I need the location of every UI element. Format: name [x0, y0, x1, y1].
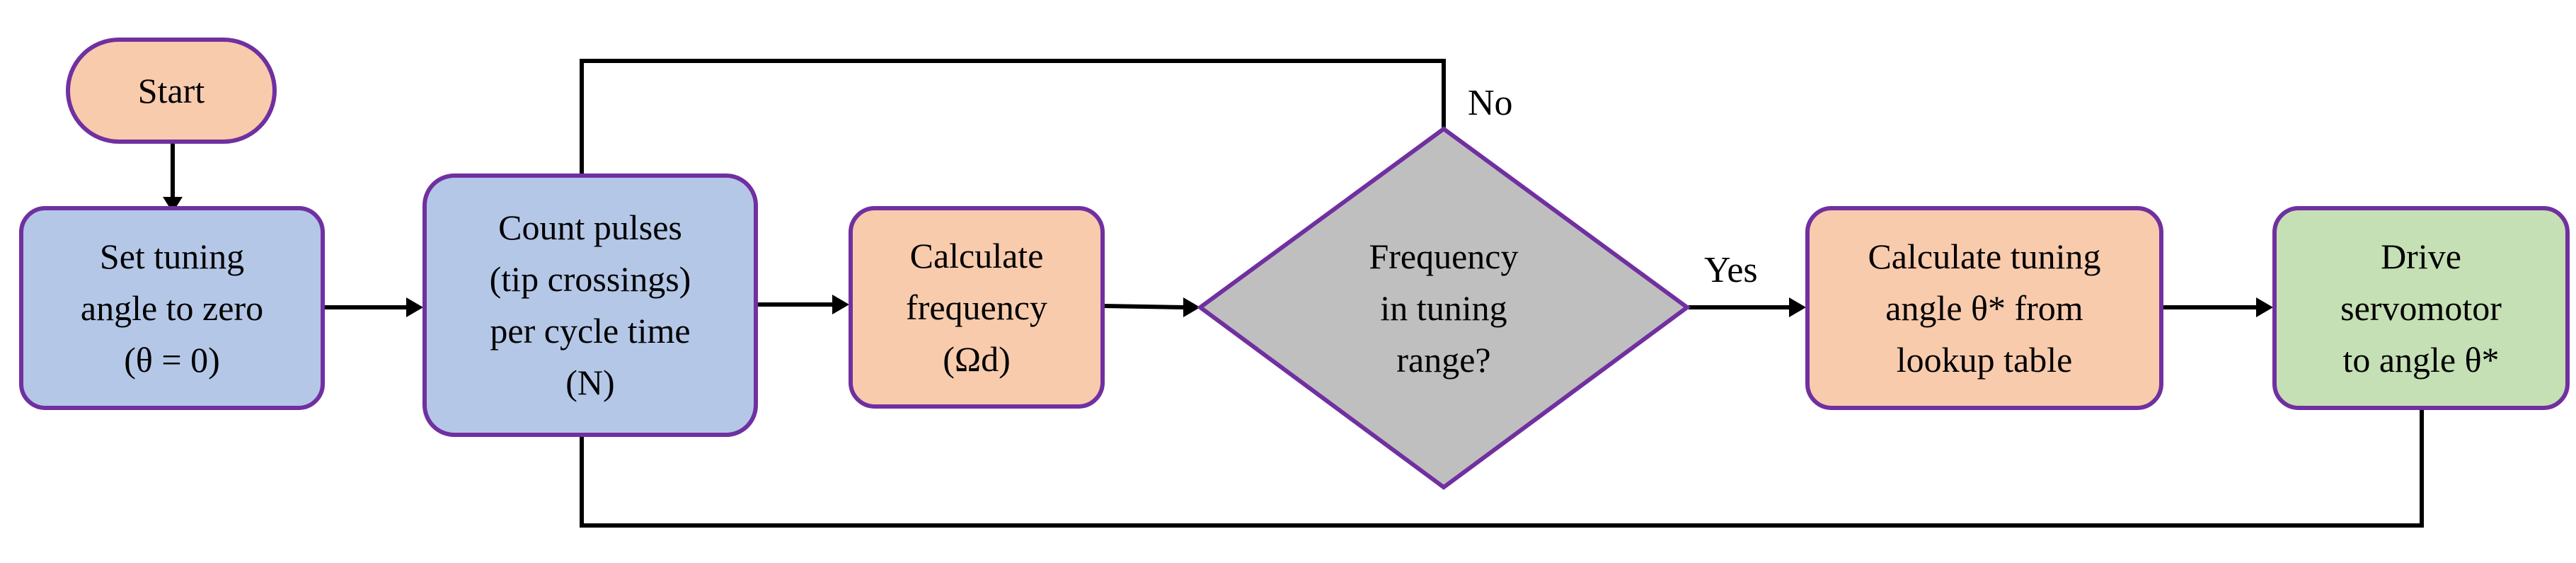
count-pulses-text: Count pulses (tip crossings) per cycle t… — [425, 176, 756, 435]
drive-servomotor-text: Drive servomotor to angle θ* — [2275, 208, 2568, 408]
arrowhead-calc-freq-to-decision — [1183, 297, 1200, 317]
decision-line2: in tuning — [1380, 288, 1507, 328]
arrowhead-start-to-set-angle — [163, 197, 183, 212]
set-angle-line1: Set tuning — [99, 236, 245, 276]
calc-tuning-angle-box — [1805, 206, 2163, 410]
decision-diamond — [1196, 126, 1691, 490]
connectors — [163, 59, 2424, 528]
calc-freq-line2: frequency — [906, 287, 1047, 327]
calc-angle-line2: angle θ* from — [1885, 288, 2083, 328]
yes-edge-label: Yes — [1704, 250, 1758, 290]
count-line3: per cycle time — [490, 311, 691, 351]
drive-line2: servomotor — [2340, 288, 2502, 328]
set-angle-box — [19, 206, 325, 410]
arrowhead-count-to-calc-freq — [832, 295, 849, 314]
decision-line1: Frequency — [1369, 236, 1519, 276]
decision-text: Frequency in tuning range? — [1306, 208, 1581, 408]
set-angle-line3: (θ = 0) — [124, 339, 220, 380]
arrowhead-calc-angle-to-drive — [2256, 297, 2273, 317]
calc-freq-line3: (Ωd) — [943, 339, 1011, 379]
set-angle-text: Set tuning angle to zero (θ = 0) — [21, 208, 323, 408]
arrowhead-decision-to-calc-angle — [1789, 297, 1806, 317]
calc-angle-line3: lookup table — [1896, 339, 2073, 380]
calc-tuning-angle-text: Calculate tuning angle θ* from lookup ta… — [1807, 208, 2161, 408]
arrowhead-set-angle-to-count — [406, 297, 423, 317]
decision-line3: range? — [1396, 339, 1491, 380]
calc-frequency-box — [849, 206, 1105, 409]
start-label: Start — [137, 70, 205, 110]
count-line4: (N) — [565, 363, 615, 402]
calc-angle-line1: Calculate tuning — [1868, 236, 2101, 276]
edge-feedback-loop — [580, 409, 2424, 528]
count-line1: Count pulses — [498, 207, 682, 247]
count-line2: (tip crossings) — [489, 259, 691, 299]
count-pulses-box — [422, 174, 758, 437]
no-edge-label: No — [1468, 83, 1513, 123]
drive-servomotor-box — [2272, 206, 2570, 410]
edge-no-loop — [580, 59, 1446, 174]
calc-frequency-text: Calculate frequency (Ωd) — [851, 208, 1103, 406]
drive-line1: Drive — [2381, 236, 2461, 276]
drive-line3: to angle θ* — [2342, 339, 2500, 380]
set-angle-line2: angle to zero — [80, 288, 264, 328]
start-terminal — [66, 38, 277, 144]
start-label-container: Start — [68, 40, 275, 142]
edge-calc-freq-to-decision — [1103, 304, 1187, 309]
calc-freq-line1: Calculate — [909, 235, 1044, 275]
